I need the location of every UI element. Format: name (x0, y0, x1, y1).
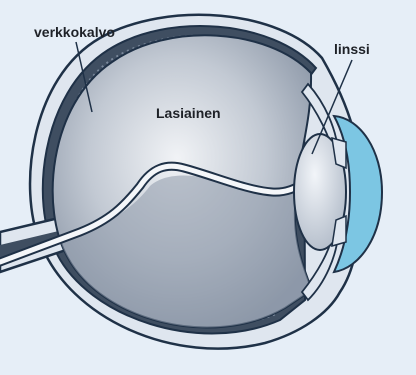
lens-label: linssi (334, 41, 370, 57)
vitreous-label: Lasiainen (156, 105, 221, 121)
retina-label: verkkokalvo (34, 24, 115, 40)
